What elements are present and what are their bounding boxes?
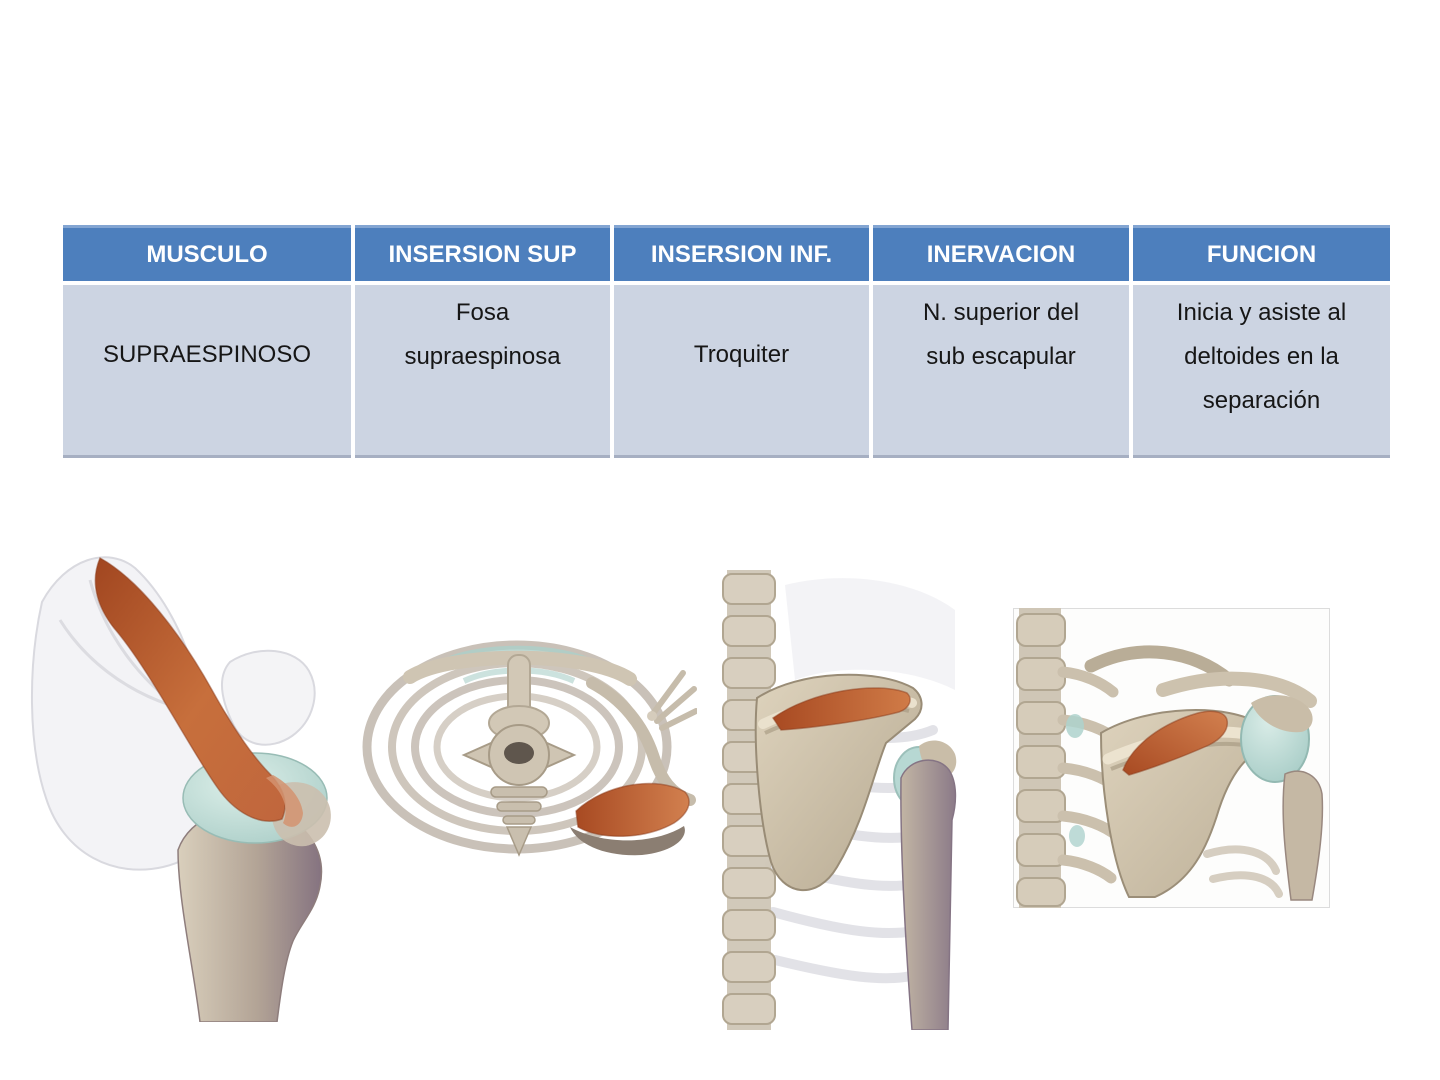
anatomy-image-lateral-shoulder [30, 540, 335, 1022]
column-header-insersion-sup: INSERSION SUP [355, 225, 610, 281]
cell-musculo: SUPRAESPINOSO [63, 285, 351, 458]
column-header-inervacion: INERVACION [873, 225, 1129, 281]
anatomy-image-posterior-shoulder-closeup [1013, 608, 1330, 908]
column-header-insersion-inf: INSERSION INF. [614, 225, 869, 281]
anatomy-image-posterior-trunk [715, 570, 958, 1030]
cell-funcion: Inicia y asiste al deltoides en la separ… [1133, 285, 1390, 458]
cell-insersion-sup: Fosa supraespinosa [355, 285, 610, 458]
column-header-funcion: FUNCION [1133, 225, 1390, 281]
cell-insersion-inf: Troquiter [614, 285, 869, 458]
column-header-musculo: MUSCULO [63, 225, 351, 281]
anatomy-image-superior-thorax [352, 615, 697, 870]
muscle-table: MUSCULO INSERSION SUP INSERSION INF. INE… [63, 225, 1390, 458]
cell-inervacion: N. superior del sub escapular [873, 285, 1129, 458]
